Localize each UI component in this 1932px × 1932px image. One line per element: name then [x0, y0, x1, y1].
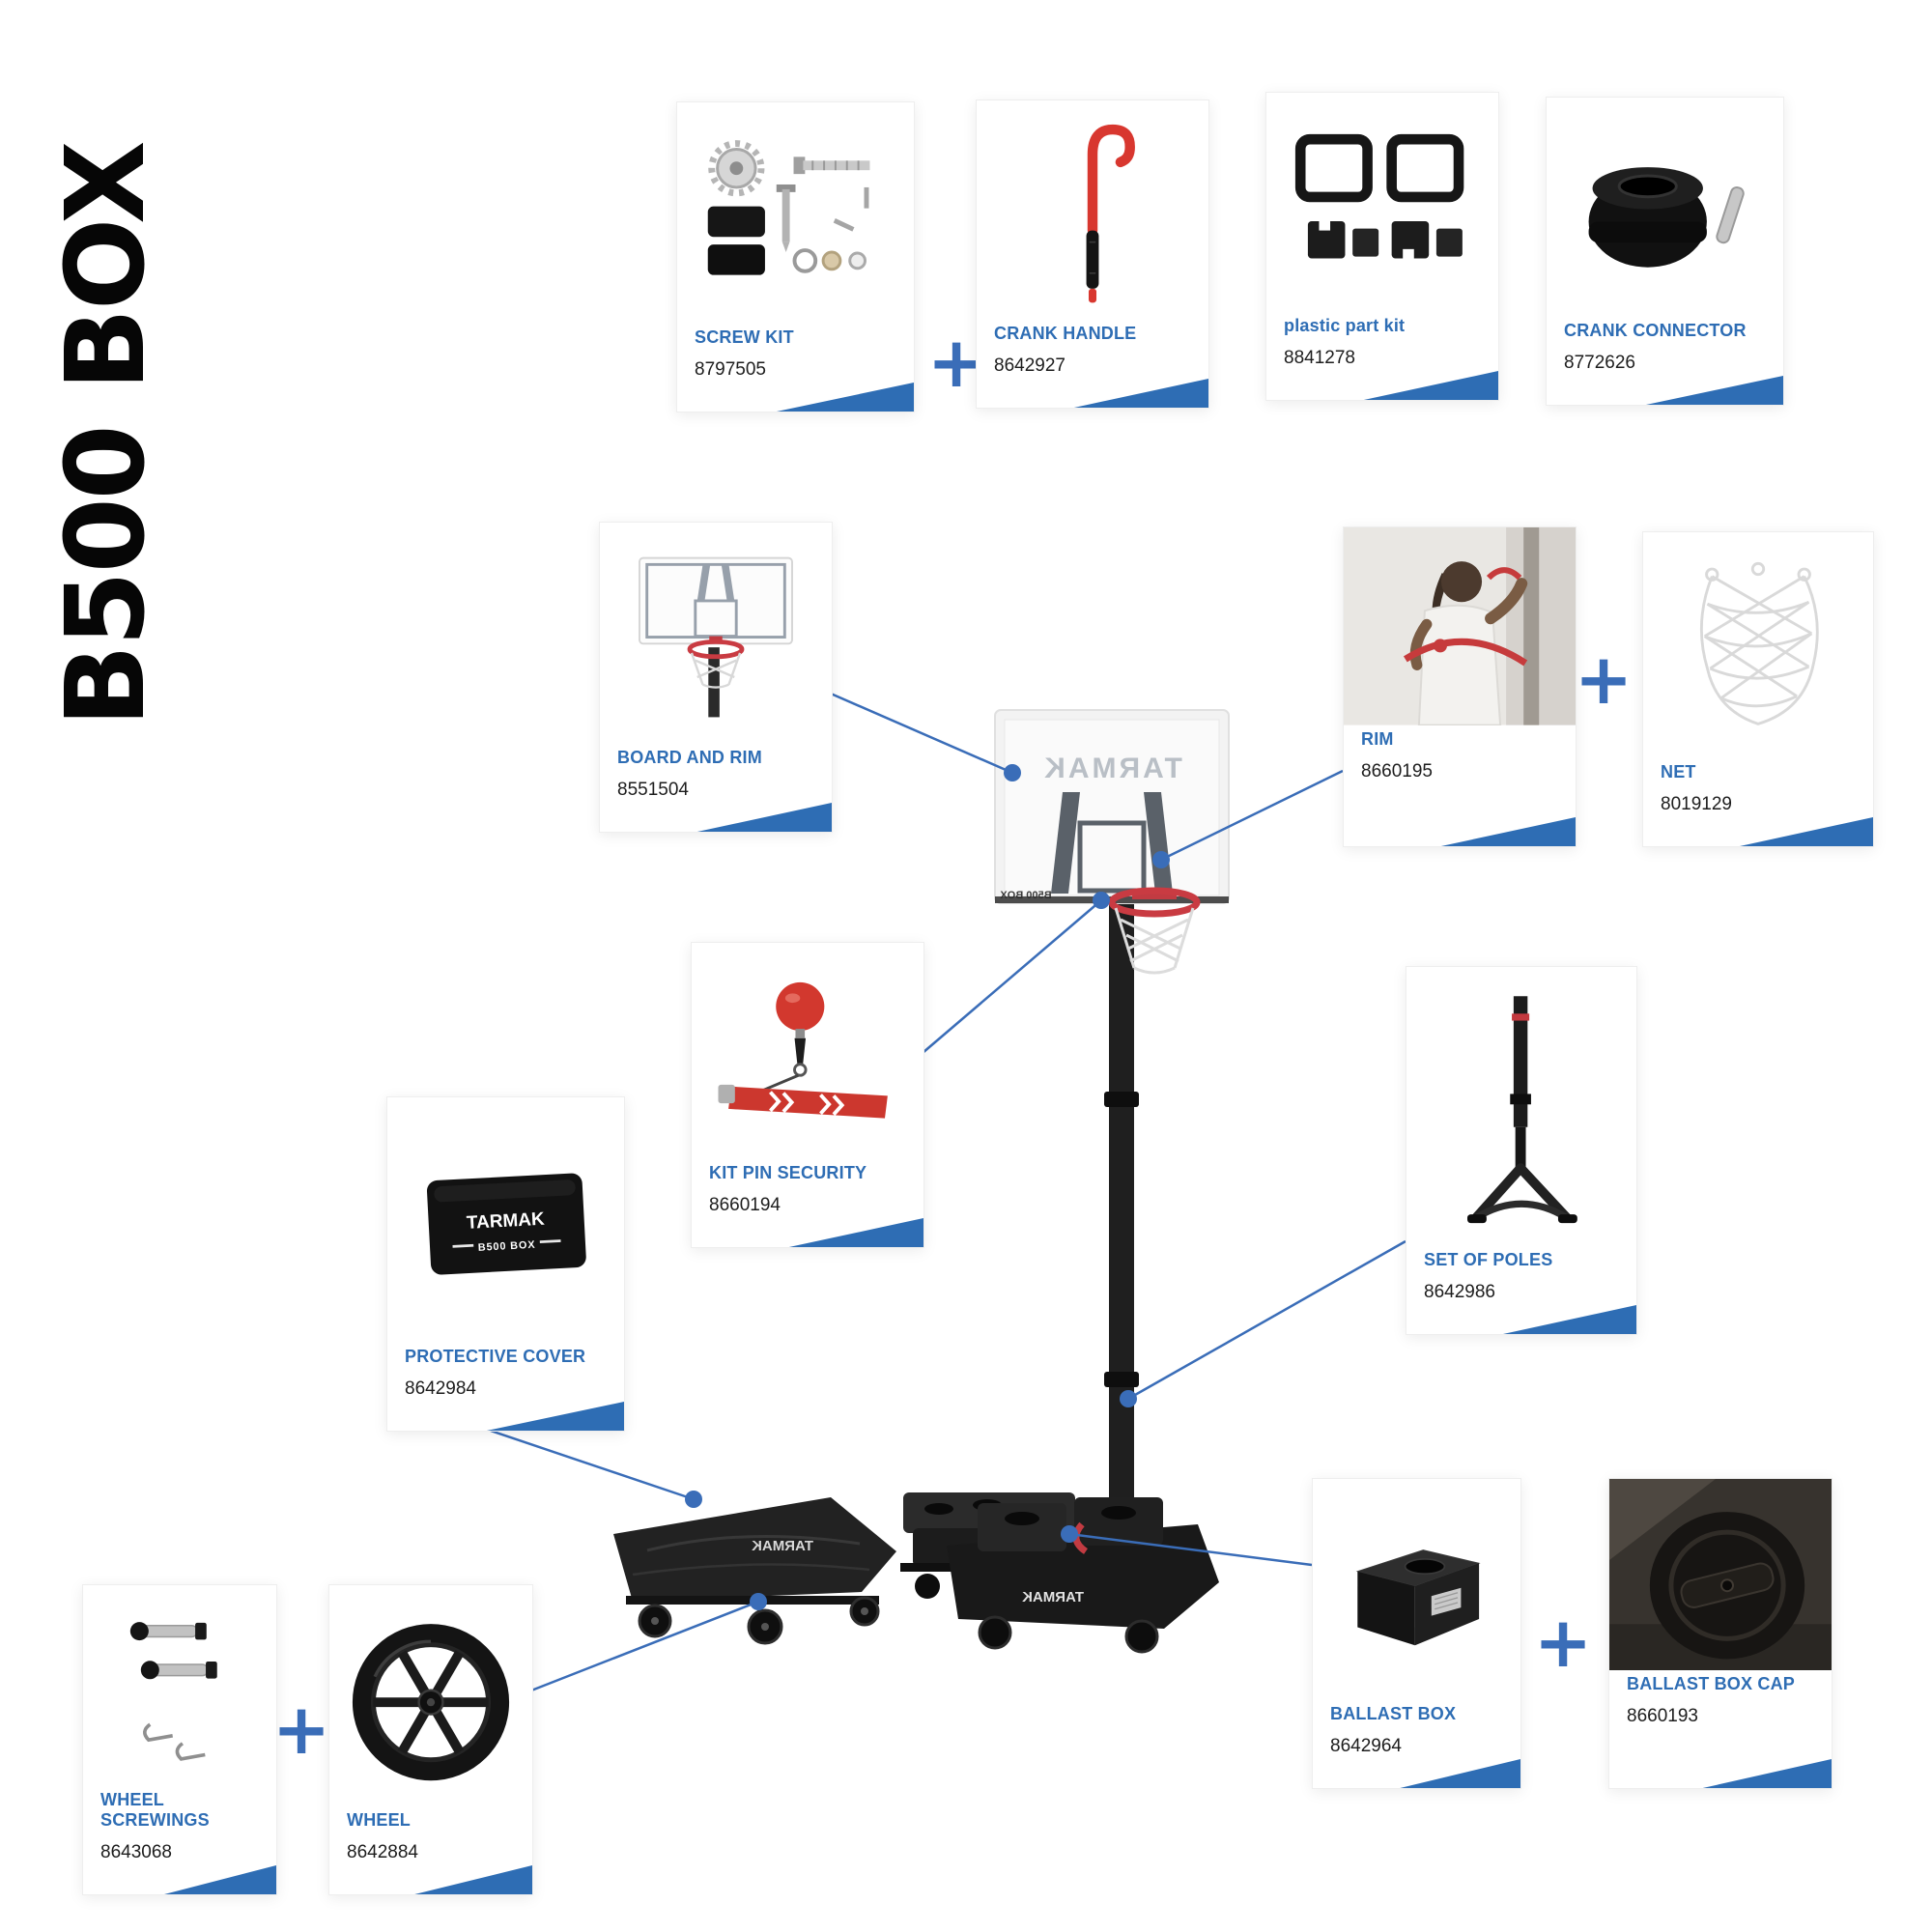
part-card-crank-connector: CRANK CONNECTOR 8772626	[1546, 97, 1784, 406]
part-card-crank-handle: CRANK HANDLE 8642927	[976, 99, 1209, 409]
rim-and-net	[1108, 887, 1201, 975]
part-reference: 8642927	[994, 355, 1065, 376]
part-name: BALLAST BOX	[1330, 1704, 1457, 1723]
plus-icon: +	[1533, 1602, 1593, 1683]
covered-trolley: TARMAK	[613, 1497, 896, 1645]
part-name: SET OF POLES	[1424, 1250, 1553, 1269]
ballast-box-illustration	[1313, 1479, 1520, 1700]
part-card-net: NET 8019129	[1642, 531, 1874, 847]
part-reference: 8551504	[617, 780, 689, 800]
part-card-kit-pin-security: KIT PIN SECURITY 8660194	[691, 942, 924, 1248]
cover-model-text: B500 BOX	[478, 1239, 536, 1254]
part-reference: 8643068	[100, 1842, 172, 1862]
part-name: plastic part kit	[1284, 316, 1406, 335]
part-reference: 8642884	[347, 1842, 418, 1862]
part-name: BOARD AND RIM	[617, 748, 762, 767]
board-and-rim-illustration	[600, 523, 832, 744]
part-name: PROTECTIVE COVER	[405, 1347, 586, 1366]
part-name: KIT PIN SECURITY	[709, 1163, 867, 1182]
part-name: RIM	[1361, 728, 1394, 749]
part-reference: 8797505	[695, 359, 766, 380]
part-name: BALLAST BOX CAP	[1627, 1674, 1795, 1694]
crank-handle-illustration	[977, 100, 1208, 320]
net-illustration	[1643, 532, 1873, 758]
part-name: CRANK CONNECTOR	[1564, 321, 1747, 340]
crank-connector-illustration	[1547, 98, 1783, 317]
part-card-wheel: WHEEL 8642884	[328, 1584, 533, 1895]
rim-photo	[1344, 527, 1576, 725]
part-name: NET	[1661, 762, 1696, 781]
wheel-screwings-illustration	[83, 1585, 276, 1786]
set-of-poles-illustration	[1406, 967, 1636, 1246]
wheel-illustration	[329, 1585, 532, 1806]
cover-brand-text: TARMAK	[466, 1209, 545, 1234]
part-card-wheel-screwings: WHEEL SCREWINGS 8643068	[82, 1584, 277, 1895]
part-card-screw-kit: SCREW KIT 8797505	[676, 101, 915, 412]
backboard-brand: TARMAK	[1041, 753, 1182, 784]
plus-icon: +	[271, 1689, 331, 1770]
part-reference: 8660193	[1627, 1706, 1698, 1727]
card-ribbon	[1702, 1759, 1832, 1788]
part-reference: 8642986	[1424, 1282, 1495, 1302]
part-reference: 8642964	[1330, 1736, 1402, 1756]
part-reference: 8660194	[709, 1195, 781, 1215]
plastic-part-kit-illustration	[1266, 93, 1498, 312]
plus-icon: +	[1574, 639, 1634, 720]
page-title: B500 BOX	[43, 142, 169, 727]
part-name: WHEEL SCREWINGS	[100, 1790, 210, 1830]
part-name: WHEEL	[347, 1810, 411, 1830]
protective-cover-illustration: TARMAK B500 BOX	[387, 1097, 624, 1343]
base: TARMAK	[947, 1497, 1219, 1654]
card-ribbon	[1440, 817, 1576, 846]
base-brand: TARMAK	[1022, 1589, 1084, 1605]
ballast-box-cap-photo	[1609, 1479, 1832, 1671]
part-name: SCREW KIT	[695, 327, 794, 347]
part-card-set-of-poles: SET OF POLES 8642986	[1406, 966, 1637, 1335]
part-reference: 8772626	[1564, 353, 1635, 373]
part-card-board-and-rim: BOARD AND RIM 8551504	[599, 522, 833, 833]
part-reference: 8019129	[1661, 794, 1732, 814]
trolley-cover-brand: TARMAK	[752, 1538, 813, 1554]
kit-pin-security-illustration	[692, 943, 923, 1159]
part-card-ballast-box: BALLAST BOX 8642964	[1312, 1478, 1521, 1789]
part-card-plastic-part-kit: plastic part kit 8841278	[1265, 92, 1499, 401]
backboard: TARMAK B500 BOX	[994, 709, 1230, 904]
part-name: CRANK HANDLE	[994, 324, 1137, 343]
part-card-protective-cover: TARMAK B500 BOX PROTECTIVE COVER 8642984	[386, 1096, 625, 1432]
screw-kit-illustration	[677, 102, 914, 324]
part-card-rim: RIM 8660195	[1343, 526, 1577, 847]
part-reference: 8660195	[1361, 760, 1433, 781]
part-card-ballast-box-cap: BALLAST BOX CAP 8660193	[1608, 1478, 1833, 1789]
part-reference: 8642984	[405, 1378, 476, 1399]
part-reference: 8841278	[1284, 348, 1355, 368]
